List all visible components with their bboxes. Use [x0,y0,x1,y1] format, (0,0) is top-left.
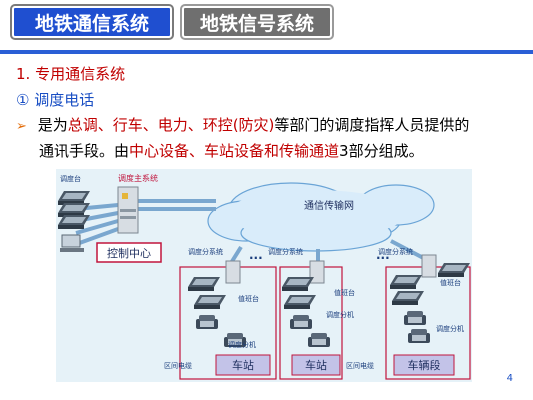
section-heading: 1. 专用通信系统 [16,65,126,83]
tab-metro-signal[interactable]: 地铁信号系统 [180,4,334,40]
subsection-heading: ① 调度电话 [16,91,95,109]
bullet-line-1-suffix: 等部门的调度指挥人员提供的 [274,116,470,134]
keyboard-icon [60,248,84,252]
phone-icon [408,329,430,343]
depot-label: 车辆段 [408,358,441,372]
station-box-2 [291,354,341,376]
sub-system-server-icon [225,260,241,284]
bullet-line-2: 通讯手段。由中心设备、车站设备和传输通道3部分组成。 [39,140,424,161]
cable-label-2: 区间电缆 [346,361,374,370]
phone-icon [196,315,218,329]
main-system-led [122,193,128,199]
main-system-label: 调度主系统 [118,173,158,183]
station-label-1: 车站 [232,358,254,372]
dispatch-telephone-diagram: 通信传输网 调度主系统 调度台 控制中心 ··· ··· 调度分系统 调度分系统… [56,169,472,382]
bullet-line-1-highlight: 总调、行车、电力、环控(防灾) [67,116,275,134]
bullet-line-2-suffix: 3部分组成。 [339,142,424,160]
header-divider [0,50,533,54]
phone-icon [290,315,312,329]
sub-system-label: 调度分系统 [188,247,223,256]
sub-system-label: 调度分系统 [378,247,413,256]
control-center-box [96,242,162,263]
phone-icon [308,333,330,347]
sub-system-label: 调度分系统 [268,247,303,256]
bullet-arrow-icon: ➢ [16,119,27,134]
sub-system-server-icon [421,254,437,278]
tab-metro-communication[interactable]: 地铁通信系统 [10,4,174,40]
duty-desk-label: 值班台 [238,294,259,303]
cable-label-1: 区间电缆 [164,361,192,370]
computer-monitor-icon [61,234,81,248]
bullet-line-2-highlight: 中心设备、车站设备和传输通道 [129,142,340,160]
transmission-network-cloud [207,182,435,252]
bullet-line-2-prefix: 通讯手段。由 [39,142,130,160]
continuation-dots: ··· [376,251,390,265]
continuation-dots: ··· [249,251,263,265]
station-label-2: 车站 [305,358,327,372]
bullet-line-1: ➢ 是为总调、行车、电力、环控(防灾)等部门的调度指挥人员提供的 [16,114,469,135]
extension-label: 调度分机 [326,310,354,319]
network-label: 通信传输网 [304,199,354,212]
dispatch-desk-label: 调度台 [60,174,81,183]
depot-box [393,354,455,376]
extension-label: 调度分机 [228,340,256,349]
bullet-line-1-prefix: 是为 [37,116,68,134]
station-box-1 [215,354,271,376]
extension-label: 调度分机 [436,324,464,333]
control-center-label: 控制中心 [107,246,151,260]
phone-icon [404,311,426,325]
page-number: 4 [506,373,513,384]
duty-desk-label: 值班台 [440,278,461,287]
duty-desk-label: 值班台 [334,288,355,297]
